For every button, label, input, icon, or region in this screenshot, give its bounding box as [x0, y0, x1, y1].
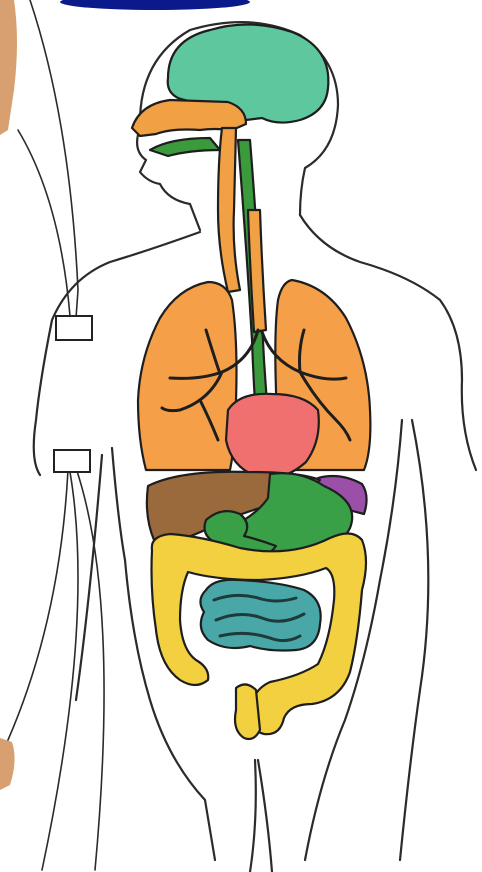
rectum — [235, 684, 260, 739]
leader-line-1 — [30, 0, 78, 318]
pharynx-tongue — [150, 138, 220, 156]
body-outline-groin — [250, 760, 272, 872]
leader-line-5 — [42, 472, 78, 870]
leader-line-4 — [8, 470, 68, 740]
body-outline-right-arm — [400, 420, 428, 860]
left-edge-photo-top — [0, 0, 17, 135]
label-box-upper[interactable] — [56, 316, 92, 340]
label-box-lower[interactable] — [54, 450, 90, 472]
left-edge-photo-bottom — [0, 738, 15, 790]
header-bar — [60, 0, 250, 10]
leader-line-2 — [18, 130, 70, 316]
throat — [218, 128, 240, 292]
